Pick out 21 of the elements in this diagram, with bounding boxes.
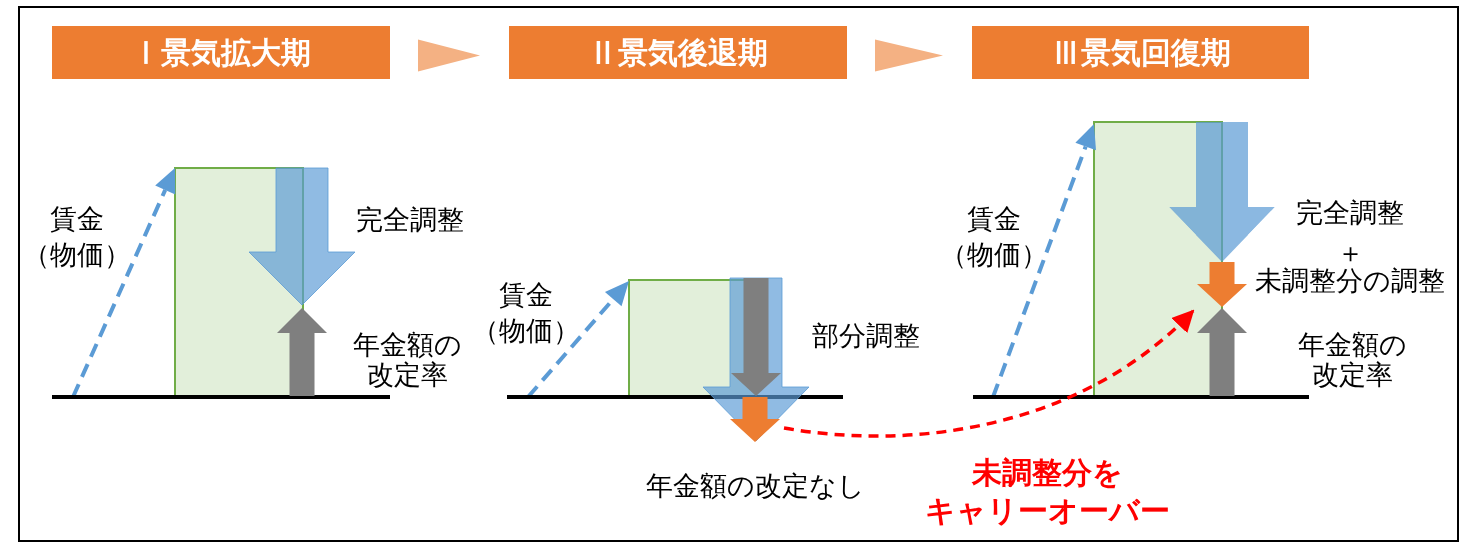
wage-label: 賃金（物価） [939, 203, 1049, 272]
carryover-note: 未調整分をキャリーオーバー [923, 455, 1171, 529]
adjustment-label: 完全調整 [1296, 197, 1404, 230]
revision-label: 年金額の改定率 [351, 330, 463, 390]
down-arrow [1197, 262, 1247, 307]
adjustment-label: 部分調整 [812, 320, 920, 353]
phase-header: Ⅰ景気拡大期 [52, 26, 390, 79]
adjustment-label: 未調整分の調整 [1255, 265, 1445, 298]
adjustment-label: 完全調整 [356, 204, 464, 237]
phase-header: Ⅲ景気回復期 [972, 26, 1309, 79]
wage-label: 賃金（物価） [22, 203, 132, 272]
result-label: 年金額の改定なし [645, 470, 865, 503]
revision-label: 年金額の改定率 [1296, 330, 1408, 390]
chevron-arrow [418, 39, 480, 72]
plus-label: ＋ [1336, 237, 1364, 268]
phase-header: Ⅱ景気後退期 [509, 26, 847, 79]
adjustment-arrow [1169, 122, 1275, 262]
down-arrow [730, 397, 780, 442]
wage-label: 賃金（物価） [471, 279, 581, 348]
chevron-arrow [875, 39, 943, 72]
carryover-arrow [783, 309, 1195, 438]
